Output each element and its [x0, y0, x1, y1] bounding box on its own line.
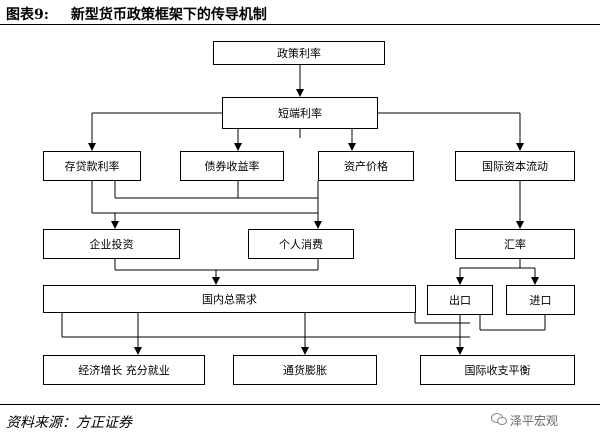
short-rate-label: 短端利率	[278, 107, 322, 120]
bond-yield-label: 债券收益率	[204, 160, 260, 173]
figure-number: 图表9:	[6, 7, 49, 23]
growth-employment-box: 经济增长 充分就业	[43, 355, 205, 385]
personal-consumption-box: 个人消费	[248, 229, 354, 259]
policy-rate-label: 政策利率	[277, 47, 321, 60]
deposit-loan-rate-box: 存贷款利率	[43, 151, 141, 181]
corporate-investment-label: 企业投资	[89, 238, 134, 251]
personal-consumption-label: 个人消费	[279, 238, 323, 251]
watermark-label: 泽平宏观	[510, 414, 559, 428]
bond-yield-box: 债券收益率	[180, 151, 284, 181]
capital-flow-box: 国际资本流动	[455, 151, 575, 181]
policy-rate-box: 政策利率	[213, 41, 385, 65]
export-box: 出口	[427, 285, 493, 315]
top-rule	[0, 24, 600, 25]
bottom-rule	[0, 404, 600, 405]
export-label: 出口	[449, 294, 471, 307]
import-box: 进口	[506, 285, 575, 315]
aggregate-demand-label: 国内总需求	[202, 293, 257, 306]
import-label: 进口	[529, 294, 552, 307]
asset-price-box: 资产价格	[318, 151, 414, 181]
asset-price-label: 资产价格	[344, 160, 388, 173]
inflation-box: 通货膨胀	[233, 355, 377, 385]
exchange-rate-box: 汇率	[455, 229, 575, 259]
exchange-rate-label: 汇率	[504, 238, 526, 251]
growth-employment-label: 经济增长 充分就业	[78, 364, 170, 377]
capital-flow-label: 国际资本流动	[482, 160, 548, 173]
corporate-investment-box: 企业投资	[43, 229, 180, 259]
short-rate-box: 短端利率	[222, 97, 378, 129]
aggregate-demand-box: 国内总需求	[43, 285, 416, 313]
deposit-loan-rate-label: 存贷款利率	[64, 160, 120, 173]
balance-of-payments-label: 国际收支平衡	[464, 364, 531, 377]
balance-of-payments-box: 国际收支平衡	[420, 355, 575, 385]
inflation-label: 通货膨胀	[283, 364, 327, 377]
figure-subtitle: 新型货币政策框架下的传导机制	[70, 7, 267, 23]
wechat-icon	[491, 413, 507, 425]
figure-title: 图表9: 新型货币政策框架下的传导机制	[6, 4, 267, 24]
source-note: 资料来源：方正证券	[6, 415, 132, 431]
